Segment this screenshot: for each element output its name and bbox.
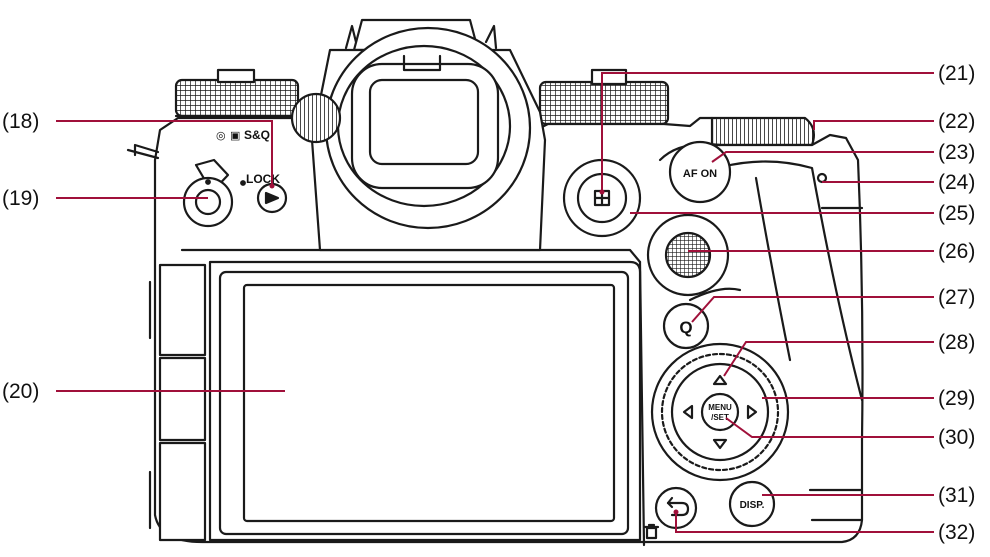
leader-22 (813, 120, 934, 130)
q-label: Q (679, 318, 692, 337)
leader-32 (675, 512, 934, 533)
callout-label-26: (26) (938, 240, 976, 263)
callout-label-27: (27) (938, 286, 976, 309)
control-dial[interactable] (650, 342, 790, 482)
photo-mode-icon: ◎ (216, 130, 226, 142)
leader-27 (691, 296, 934, 323)
leader-23 (711, 151, 934, 163)
menu-label: MENU (708, 403, 732, 412)
set-label: /SET (711, 413, 729, 422)
callout-label-28: (28) (938, 331, 976, 354)
lock-marking: LOCK (246, 172, 280, 186)
rear-monitor (208, 260, 642, 542)
joystick-25[interactable] (562, 158, 642, 238)
leader-21 (601, 72, 934, 192)
monitor-hinge (148, 263, 207, 542)
callout-endpoints (269, 183, 679, 515)
callout-label-19: (19) (2, 187, 40, 210)
diopter-dial[interactable] (290, 92, 342, 144)
callout-leaders (56, 72, 934, 533)
callout-label-24: (24) (938, 171, 976, 194)
viewfinder-eyecup (310, 18, 547, 252)
callout-label-23: (23) (938, 141, 976, 164)
callout-label-29: (29) (938, 387, 976, 410)
rear-dial[interactable] (710, 116, 815, 147)
leader-28 (723, 341, 934, 377)
callout-label-30: (30) (938, 426, 976, 449)
leader-30 (725, 417, 934, 438)
callout-label-21: (21) (938, 62, 976, 85)
callout-label-25: (25) (938, 202, 976, 225)
disp-label: DISP. (740, 500, 765, 511)
video-mode-icon: ▣ (230, 130, 240, 142)
callout-label-20: (20) (2, 380, 40, 403)
joystick-button-26[interactable] (646, 213, 730, 297)
disp-button[interactable] (728, 480, 776, 528)
af-on-label: AF ON (683, 168, 717, 180)
callout-label-22: (22) (938, 110, 976, 133)
trash-icon (643, 523, 660, 540)
callout-label-32: (32) (938, 521, 976, 544)
lock-dot (240, 180, 246, 186)
indicator-lamp (816, 172, 828, 184)
sq-marking: S&Q (244, 128, 270, 142)
callout-label-18: (18) (2, 110, 40, 133)
indicator-dot (205, 179, 211, 185)
front-right-dial[interactable] (538, 68, 670, 126)
left-mode-dial[interactable] (174, 68, 300, 118)
af-on-button[interactable] (668, 140, 732, 204)
leader-18 (56, 120, 273, 186)
callout-label-31: (31) (938, 484, 976, 507)
focus-mode-button-19[interactable] (182, 176, 234, 228)
